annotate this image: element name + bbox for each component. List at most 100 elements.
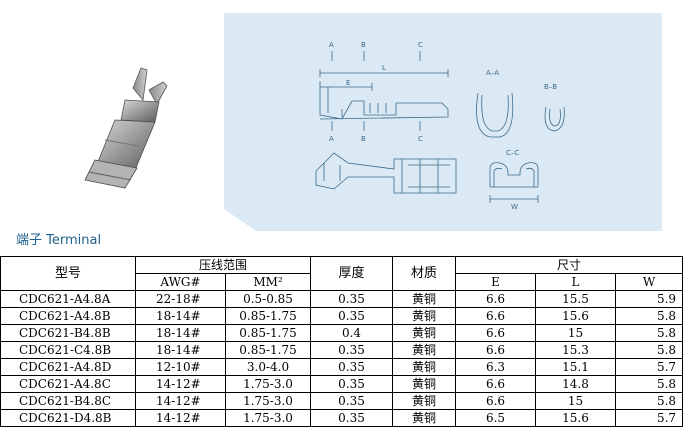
cell-l: 15.6 [535,307,617,325]
cell-material: 黄铜 [392,290,457,308]
cell-e: 6.3 [455,358,537,376]
cell-material: 黄铜 [392,307,457,325]
cell-material: 黄铜 [392,341,457,359]
drawing-label-w: W [511,203,518,211]
terminal-product-photo [84,67,168,189]
cell-mm2: 0.85-1.75 [224,341,312,359]
cell-mm2: 0.85-1.75 [224,307,312,325]
cell-mm2: 1.75-3.0 [224,392,312,410]
header-thickness: 厚度 [310,256,394,291]
drawing-label-c-top: C [418,41,423,49]
cell-material: 黄铜 [392,324,457,342]
cell-mm2: 3.0-4.0 [224,358,312,376]
cell-w: 5.8 [615,375,683,393]
cell-e: 6.5 [455,409,537,427]
drawing-label-e: E [346,79,350,87]
cell-model: CDC621-A4.8A [0,290,136,308]
cell-e: 6.6 [455,307,537,325]
drawing-label-b-bottom: B [361,135,366,143]
cell-e: 6.6 [455,375,537,393]
section-a-a [476,92,514,138]
cell-l: 15.5 [535,290,617,308]
table-row: CDC621-A4.8D 12-10# 3.0-4.0 0.35 黄铜 6.3 … [0,358,683,376]
cell-awg: 14-12# [135,392,226,410]
table-row: CDC621-B4.8C 14-12# 1.75-3.0 0.35 黄铜 6.6… [0,392,683,410]
section-c-c [489,162,539,188]
section-heading-chinese: 端子 [16,233,43,248]
section-heading-english: Terminal [46,233,102,248]
spec-table: 型号 压线范围 厚度 材质 尺寸 AWG# MM² E L W CDC621-A… [0,256,683,427]
cell-model: CDC621-A4.8C [0,375,136,393]
cell-w: 5.7 [615,409,683,427]
cell-material: 黄铜 [392,409,457,427]
header-wire-range: 压线范围 [134,256,312,274]
cell-e: 6.6 [455,290,537,308]
drawing-label-c-bottom: C [418,135,423,143]
cell-thickness: 0.35 [310,409,394,427]
cell-e: 6.6 [455,324,537,342]
header-material: 材质 [392,256,457,291]
spec-table-body: CDC621-A4.8A 22-18# 0.5-0.85 0.35 黄铜 6.6… [0,290,683,427]
cell-awg: 18-14# [135,341,226,359]
cell-thickness: 0.35 [310,307,394,325]
cell-w: 5.8 [615,341,683,359]
cell-thickness: 0.35 [310,290,394,308]
cell-thickness: 0.35 [310,341,394,359]
cell-awg: 14-12# [135,409,226,427]
table-row: CDC621-A4.8B 18-14# 0.85-1.75 0.35 黄铜 6.… [0,307,683,325]
cell-material: 黄铜 [392,392,457,410]
cell-model: CDC621-C4.8B [0,341,136,359]
drawing-label-a-top: A [329,41,334,49]
cell-e: 6.6 [455,392,537,410]
cell-w: 5.8 [615,392,683,410]
header-awg: AWG# [135,273,226,291]
header-e: E [455,273,537,291]
cell-w: 5.9 [615,290,683,308]
table-row: CDC621-A4.8C 14-12# 1.75-3.0 0.35 黄铜 6.6… [0,375,683,393]
header-l: L [535,273,617,291]
cell-awg: 18-14# [135,307,226,325]
cell-model: CDC621-A4.8D [0,358,136,376]
cell-awg: 18-14# [135,324,226,342]
drawing-label-a-bottom: A [329,135,334,143]
top-view-outline [315,152,457,194]
drawing-label-b-top: B [361,41,366,49]
cell-thickness: 0.4 [310,324,394,342]
cell-mm2: 0.5-0.85 [224,290,312,308]
cell-model: CDC621-B4.8B [0,324,136,342]
cell-awg: 12-10# [135,358,226,376]
header-size: 尺寸 [455,256,683,274]
cell-model: CDC621-D4.8B [0,409,136,427]
cell-w: 5.7 [615,358,683,376]
cell-material: 黄铜 [392,375,457,393]
cell-l: 15.3 [535,341,617,359]
cell-material: 黄铜 [392,358,457,376]
cell-e: 6.6 [455,341,537,359]
cell-mm2: 0.85-1.75 [224,324,312,342]
cell-thickness: 0.35 [310,375,394,393]
side-view-outline [319,81,449,120]
cell-thickness: 0.35 [310,358,394,376]
cell-w: 5.8 [615,324,683,342]
cell-l: 15 [535,392,617,410]
cell-w: 5.8 [615,307,683,325]
cell-l: 14.8 [535,375,617,393]
section-label-c-c: C–C [506,149,519,157]
cell-l: 15 [535,324,617,342]
cell-mm2: 1.75-3.0 [224,409,312,427]
cell-awg: 22-18# [135,290,226,308]
cell-mm2: 1.75-3.0 [224,375,312,393]
section-label-b-b: B–B [544,83,557,91]
cell-thickness: 0.35 [310,392,394,410]
table-row: CDC621-C4.8B 18-14# 0.85-1.75 0.35 黄铜 6.… [0,341,683,359]
table-row: CDC621-B4.8B 18-14# 0.85-1.75 0.4 黄铜 6.6… [0,324,683,342]
cell-model: CDC621-A4.8B [0,307,136,325]
technical-drawing-panel: A B C L E A B C A–A B–B C–C W [224,13,662,231]
cell-awg: 14-12# [135,375,226,393]
cell-model: CDC621-B4.8C [0,392,136,410]
header-model: 型号 [0,256,136,291]
header-w: W [615,273,683,291]
section-label-a-a: A–A [486,69,499,77]
cell-l: 15.6 [535,409,617,427]
cell-l: 15.1 [535,358,617,376]
